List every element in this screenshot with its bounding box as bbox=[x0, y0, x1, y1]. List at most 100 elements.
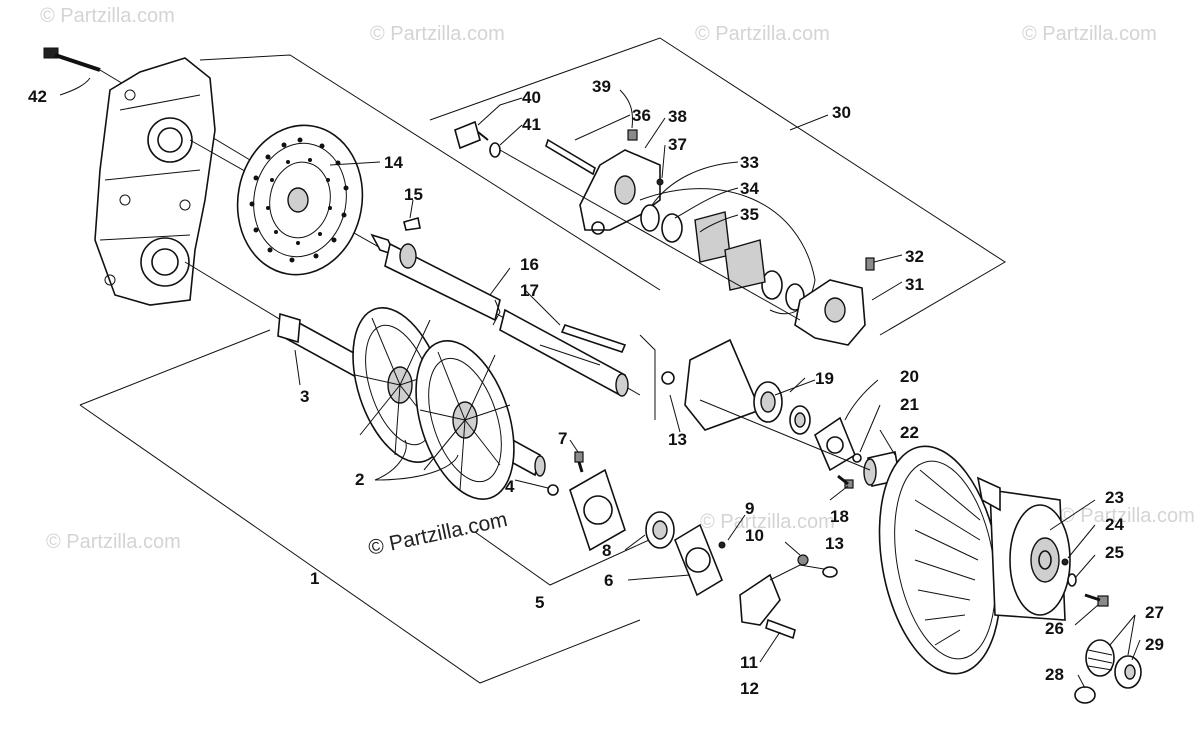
callout-28: 28 bbox=[1045, 665, 1064, 684]
callout-37: 37 bbox=[668, 135, 687, 154]
bolt-26 bbox=[1084, 593, 1109, 607]
washer-9 bbox=[718, 541, 726, 549]
pin-36 bbox=[545, 138, 596, 176]
bolt-40 bbox=[454, 120, 489, 150]
callout-14: 14 bbox=[384, 153, 403, 172]
callout-8: 8 bbox=[602, 541, 611, 560]
callout-36: 36 bbox=[632, 106, 651, 125]
drive-sprocket-2b bbox=[415, 340, 515, 500]
piston-34 bbox=[661, 213, 783, 300]
callout-35: 35 bbox=[740, 205, 759, 224]
cap-29 bbox=[1114, 655, 1142, 689]
callout-1: 1 bbox=[310, 569, 319, 588]
callout-31: 31 bbox=[905, 275, 924, 294]
washer-25 bbox=[1067, 573, 1077, 587]
flange-20 bbox=[814, 416, 856, 472]
callout-40: 40 bbox=[522, 88, 541, 107]
callout-18: 18 bbox=[830, 507, 849, 526]
bleeder-32 bbox=[865, 257, 875, 271]
nut-13a bbox=[661, 371, 675, 385]
brake-group-bracket bbox=[429, 37, 1006, 336]
driven-clutch-23 bbox=[878, 445, 1071, 675]
callout-39: 39 bbox=[592, 77, 611, 96]
caliper-38 bbox=[579, 149, 661, 235]
bearing-19 bbox=[753, 381, 811, 435]
callout-27: 27 bbox=[1145, 603, 1164, 622]
callout-21: 21 bbox=[900, 395, 919, 414]
callout-26: 26 bbox=[1045, 619, 1064, 638]
watermark-top-2: © Partzilla.com bbox=[370, 23, 505, 45]
key-15 bbox=[403, 216, 421, 231]
callout-7: 7 bbox=[558, 429, 567, 448]
o-ring-28 bbox=[1074, 686, 1096, 704]
brake-disc-14 bbox=[236, 124, 364, 276]
callout-29: 29 bbox=[1145, 635, 1164, 654]
nut-13b bbox=[797, 554, 809, 566]
washer-21 bbox=[852, 453, 862, 463]
callout-6: 6 bbox=[604, 571, 613, 590]
flange-plate-6 bbox=[674, 523, 723, 597]
watermark-top-3: © Partzilla.com bbox=[695, 23, 830, 45]
bearing-group-bracket bbox=[474, 531, 661, 586]
callout-11: 11 bbox=[740, 653, 758, 672]
caliper-arc bbox=[639, 188, 816, 315]
bolt-11 bbox=[765, 618, 796, 640]
callout-25: 25 bbox=[1105, 543, 1124, 562]
callout-16: 16 bbox=[520, 255, 539, 274]
callout-32: 32 bbox=[905, 247, 924, 266]
watermark-center-mid: © Partzilla.com bbox=[700, 511, 835, 533]
chaincase-housing bbox=[94, 57, 216, 306]
callout-12: 12 bbox=[740, 679, 759, 698]
nut-4 bbox=[547, 484, 559, 496]
callout-33: 33 bbox=[740, 153, 759, 172]
callout-3: 3 bbox=[300, 387, 309, 406]
housing-plate bbox=[684, 338, 762, 431]
caliper-31 bbox=[794, 279, 866, 346]
callout-23: 23 bbox=[1105, 488, 1124, 507]
brake-pad-35 bbox=[694, 211, 766, 291]
bolt-7 bbox=[574, 451, 584, 473]
watermark-right-mid: © Partzilla.com bbox=[1060, 505, 1195, 527]
chaincase-bracket bbox=[199, 54, 661, 291]
caliper-axis bbox=[499, 149, 801, 321]
clip-37 bbox=[656, 178, 664, 186]
callout-5: 5 bbox=[535, 593, 544, 612]
callout-20: 20 bbox=[900, 367, 919, 386]
callout-15: 15 bbox=[404, 185, 423, 204]
callout-13a: 13 bbox=[668, 430, 687, 449]
callout-4: 4 bbox=[505, 477, 515, 496]
washer-41 bbox=[489, 142, 501, 158]
callout-10: 10 bbox=[745, 526, 764, 545]
driveshaft-bracket-top bbox=[79, 329, 271, 406]
callout-19: 19 bbox=[815, 369, 834, 388]
watermark-left-mid: © Partzilla.com bbox=[46, 531, 181, 553]
watermark-center-main: © Partzilla.com bbox=[366, 508, 509, 560]
callout-2: 2 bbox=[355, 470, 364, 489]
callout-22: 22 bbox=[900, 423, 919, 442]
watermark-top-4: © Partzilla.com bbox=[1022, 23, 1157, 45]
callout-34: 34 bbox=[740, 179, 759, 198]
jackshaft-axis bbox=[699, 399, 871, 471]
key-24 bbox=[1061, 558, 1069, 566]
driveshaft-bracket-bottom bbox=[79, 404, 641, 684]
callout-42: 42 bbox=[28, 87, 47, 106]
callout-41: 41 bbox=[522, 115, 541, 134]
callout-24: 24 bbox=[1105, 515, 1124, 534]
bleeder-39 bbox=[627, 129, 638, 141]
callout-9: 9 bbox=[745, 499, 754, 518]
leader-lines bbox=[59, 77, 1141, 689]
keyway-17 bbox=[539, 324, 627, 366]
sprocket-bracket bbox=[639, 334, 656, 420]
callout-13b: 13 bbox=[825, 534, 844, 553]
bolt-18 bbox=[837, 474, 854, 489]
callout-30: 30 bbox=[832, 103, 851, 122]
callout-17: 17 bbox=[520, 281, 539, 300]
callout-38: 38 bbox=[668, 107, 687, 126]
bearing-8 bbox=[645, 511, 675, 549]
o-ring-33 bbox=[640, 204, 805, 311]
spring-27 bbox=[1085, 639, 1115, 677]
watermark-top-1: © Partzilla.com bbox=[40, 5, 175, 27]
flange-plate-5a bbox=[569, 468, 626, 552]
